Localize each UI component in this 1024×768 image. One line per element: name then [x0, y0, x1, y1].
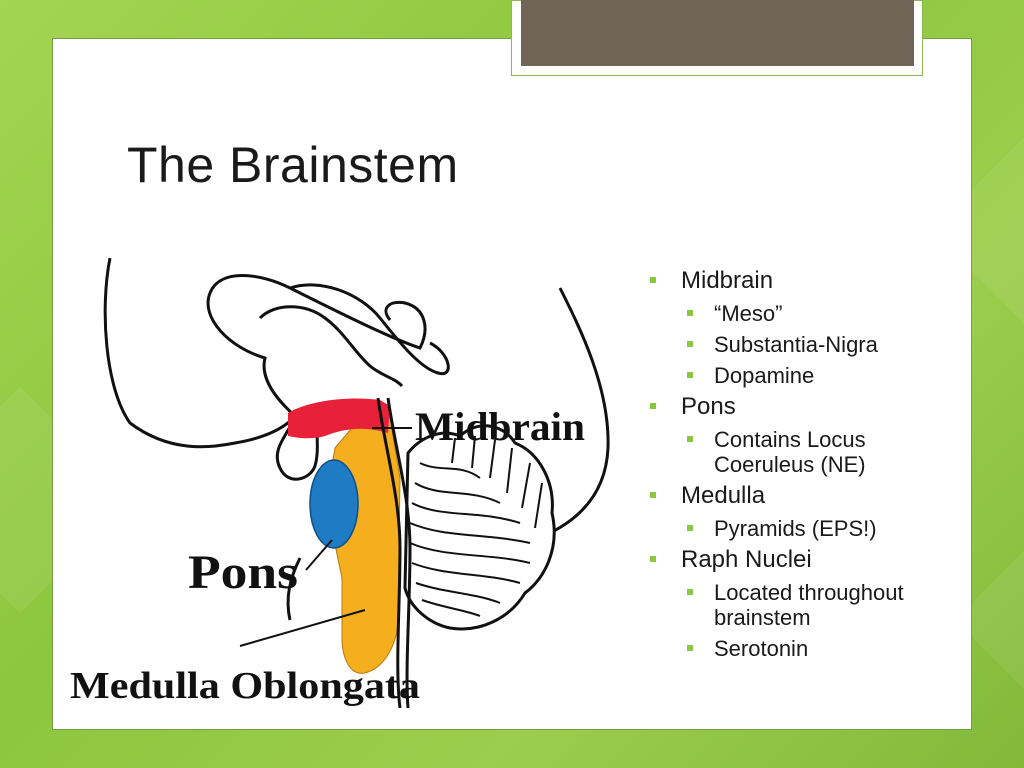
sub-bullet-meso: “Meso” [648, 301, 958, 326]
bullet-raph-nuclei: Raph Nuclei [648, 545, 958, 574]
sub-bullet-locus-coeruleus: Contains Locus Coeruleus (NE) [648, 427, 958, 477]
cerebellum [403, 424, 556, 631]
pons-shape [309, 459, 359, 549]
sub-bullet-text: Located throughout brainstem [714, 580, 904, 630]
bullet-text: Pons [681, 393, 736, 420]
cerebellum-folia [409, 435, 543, 617]
pons-leader-line [305, 539, 333, 571]
bullet-marker-icon [687, 372, 693, 378]
midbrain-shape [288, 398, 390, 439]
sub-bullet-text: Dopamine [714, 363, 815, 388]
bullet-midbrain: Midbrain [648, 266, 958, 295]
bullet-text: Raph Nuclei [681, 546, 812, 573]
bullet-pons: Pons [648, 392, 958, 421]
sub-bullet-pyramids: Pyramids (EPS!) [648, 516, 958, 541]
sub-bullet-text: Contains Locus Coeruleus (NE) [714, 427, 866, 477]
brainstem-border-line-2 [386, 397, 412, 709]
bullet-list: Midbrain “Meso” Substantia-Nigra Dopamin… [648, 262, 958, 661]
sub-bullet-located-throughout: Located throughout brainstem [648, 580, 958, 630]
sub-bullet-text: Serotonin [714, 636, 809, 661]
bullet-marker-icon [687, 310, 693, 316]
slide-panel [52, 38, 972, 730]
thalamus-outline [275, 415, 320, 481]
bullet-marker-icon [650, 277, 656, 283]
brain-outline [103, 257, 427, 449]
bullet-marker-icon [687, 436, 693, 442]
medulla-leader-line [239, 609, 366, 647]
bullet-marker-icon [650, 492, 656, 498]
brain-fold [289, 283, 450, 376]
bullet-marker-icon [687, 589, 693, 595]
bullet-marker-icon [650, 403, 656, 409]
bullet-marker-icon [687, 525, 693, 531]
sub-bullet-text: Pyramids (EPS!) [714, 516, 877, 541]
midbrain-label: Midbrain [415, 404, 585, 449]
sub-bullet-text: “Meso” [714, 301, 783, 326]
bullet-marker-icon [687, 645, 693, 651]
bullet-text: Midbrain [681, 267, 774, 294]
bullet-marker-icon [650, 556, 656, 562]
slide-title: The Brainstem [127, 137, 459, 193]
medulla-oblongata-label: Medulla Oblongata [70, 665, 420, 707]
brain-inner-fold [258, 305, 404, 388]
brain-back-curve [549, 287, 610, 535]
sub-bullet-text: Substantia-Nigra [714, 332, 878, 357]
brainstem-diagram: Midbrain Pons Medulla Oblongata [70, 257, 610, 709]
sub-bullet-dopamine: Dopamine [648, 363, 958, 388]
brainstem-border-line [376, 397, 402, 709]
sub-bullet-substantia-nigra: Substantia-Nigra [648, 332, 958, 357]
pons-label: Pons [188, 546, 298, 599]
header-tab [521, 0, 914, 66]
sub-bullet-serotonin: Serotonin [648, 636, 958, 661]
bullet-text: Medulla [681, 482, 766, 509]
bullet-medulla: Medulla [648, 481, 958, 510]
bullet-marker-icon [687, 341, 693, 347]
brain-lower-edge [286, 557, 302, 621]
